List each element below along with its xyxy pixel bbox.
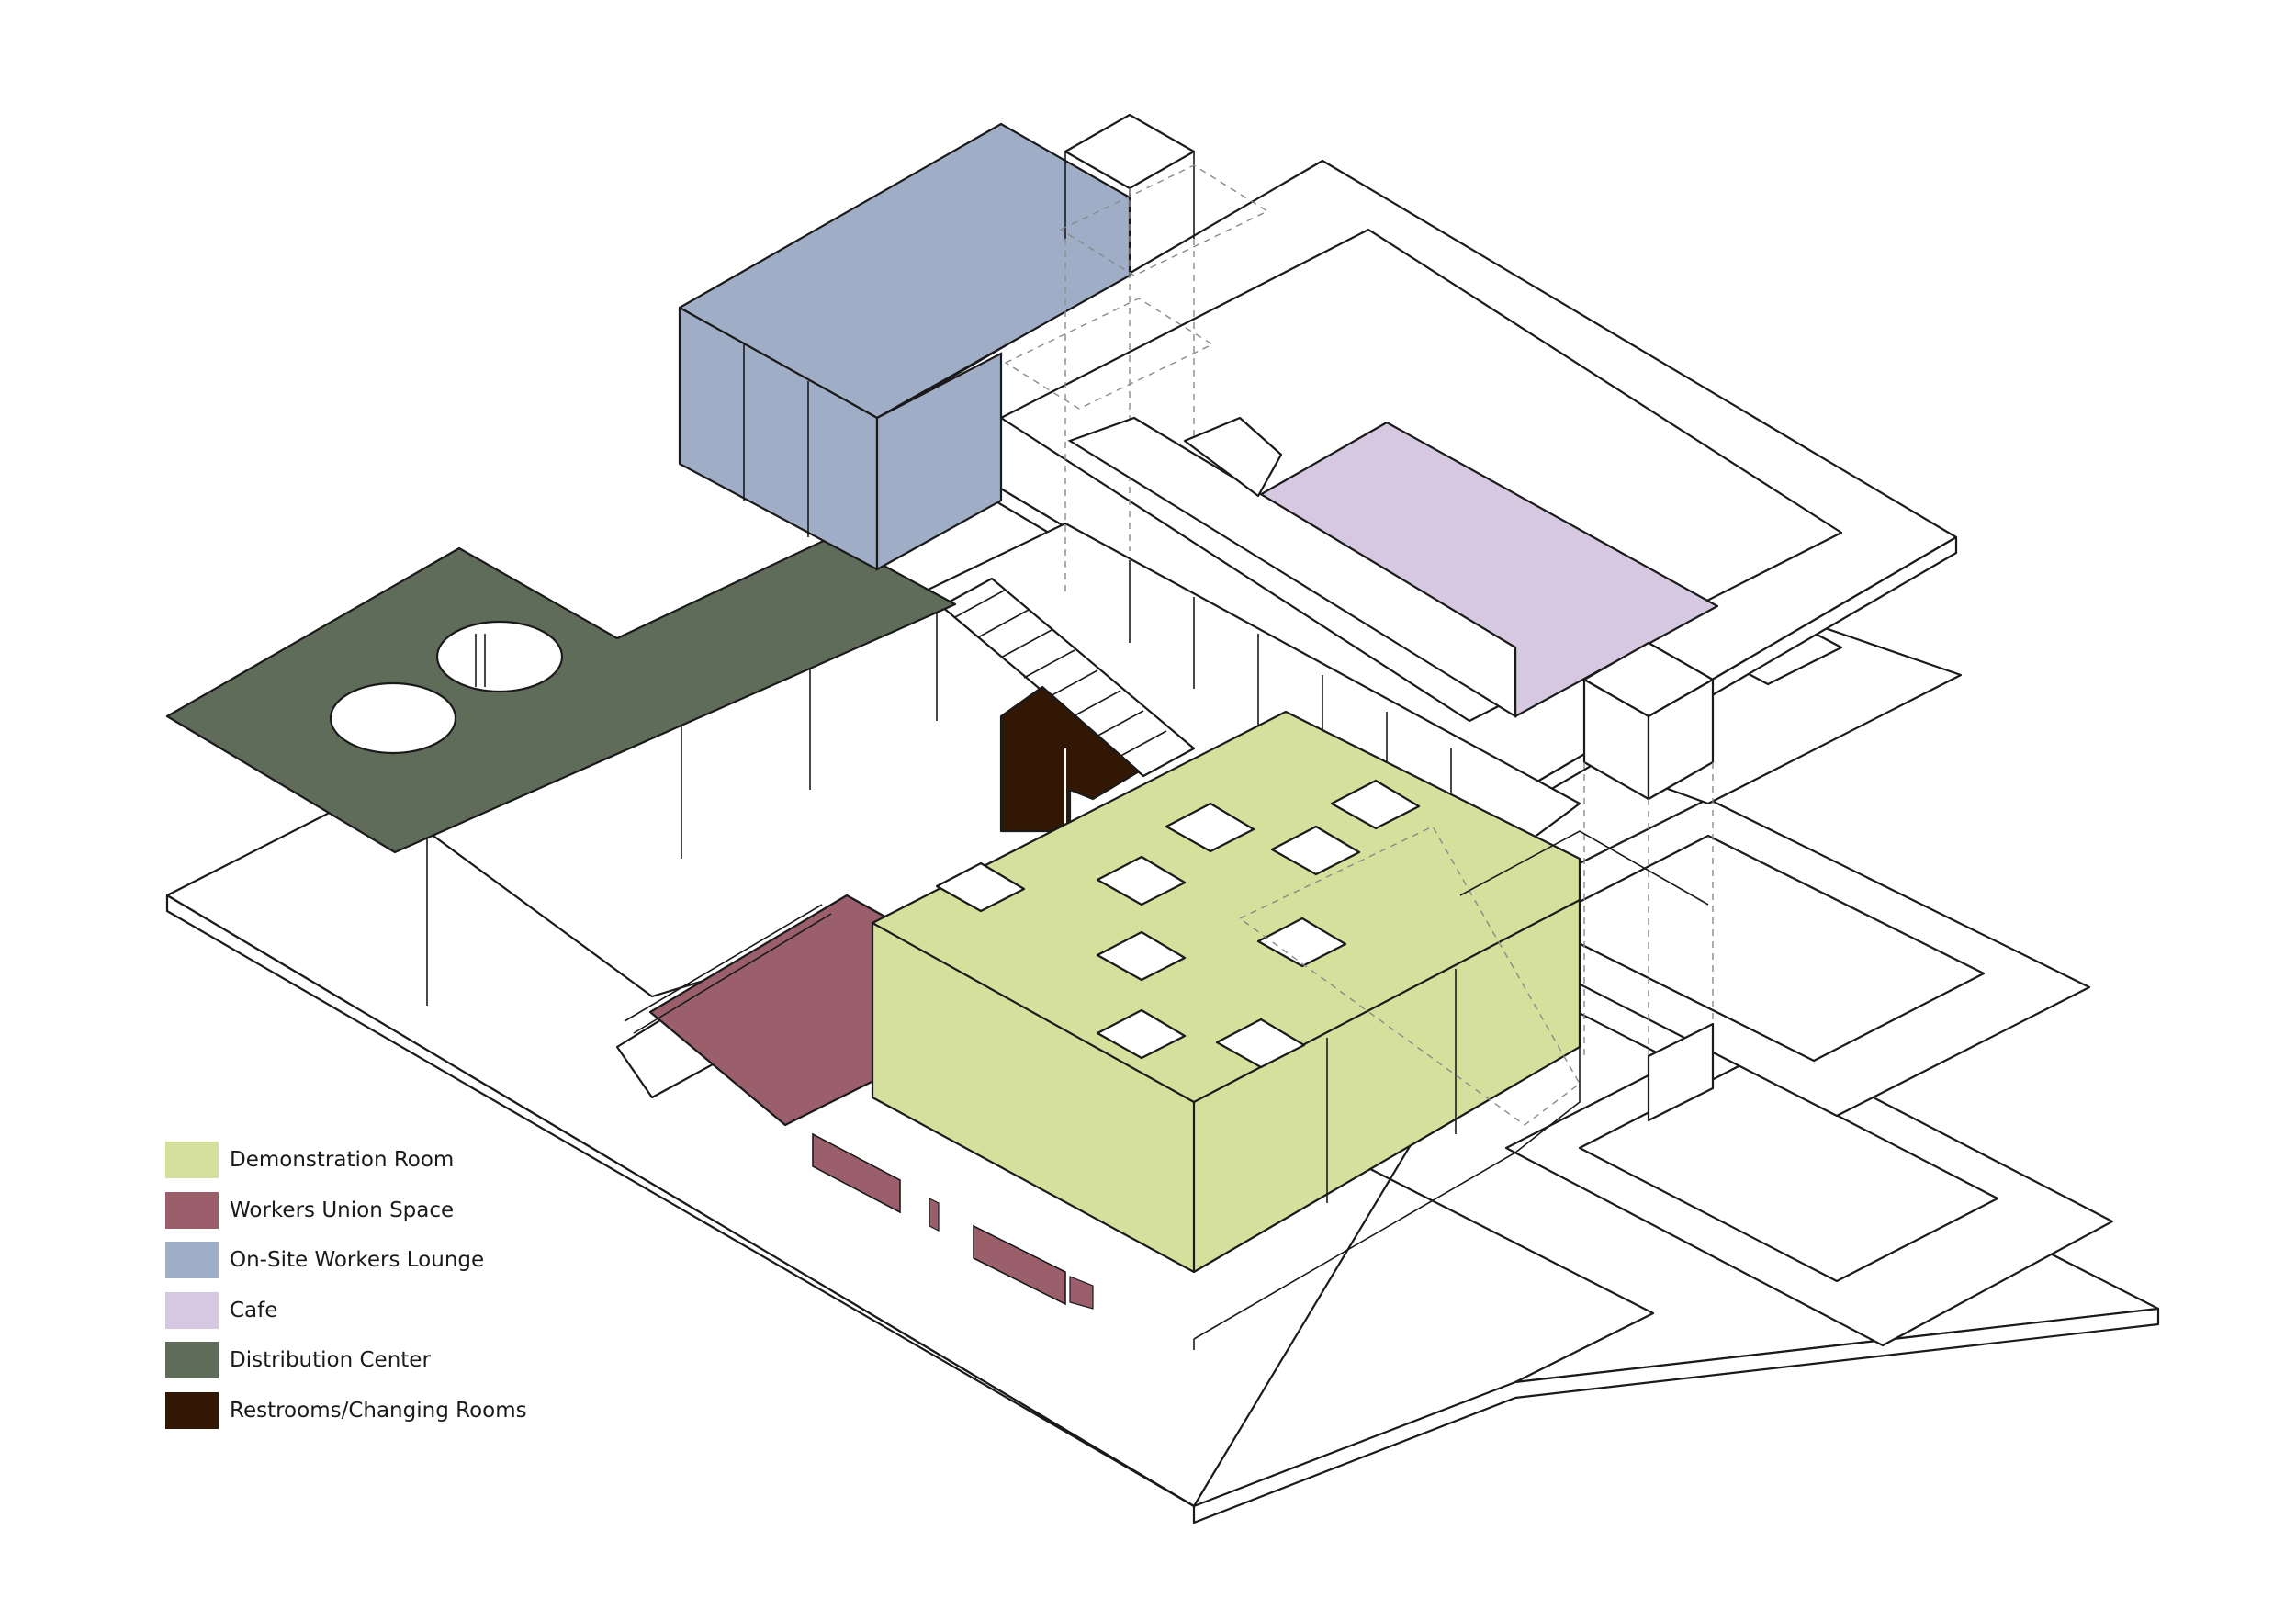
legend-label: On-Site Workers Lounge bbox=[230, 1248, 485, 1272]
legend-swatch bbox=[165, 1342, 219, 1378]
legend-swatch bbox=[165, 1191, 219, 1229]
legend-item-distribution-center: Distribution Center bbox=[165, 1342, 527, 1378]
legend-label: Demonstration Room bbox=[230, 1148, 455, 1172]
right-stair-tower bbox=[1582, 641, 1715, 1122]
distribution-center bbox=[165, 535, 957, 854]
workers-lounge bbox=[678, 122, 1131, 571]
legend-item-cafe: Cafe bbox=[165, 1291, 527, 1329]
legend-label: Restrooms/Changing Rooms bbox=[230, 1398, 527, 1423]
legend-item-workers-lounge: On-Site Workers Lounge bbox=[165, 1242, 527, 1278]
top-stair-tower bbox=[1004, 113, 1269, 597]
front-floor-ring bbox=[1193, 830, 1709, 1350]
legend-swatch bbox=[165, 1242, 219, 1278]
legend-item-workers-union-space: Workers Union Space bbox=[165, 1191, 527, 1229]
legend-swatch bbox=[165, 1291, 219, 1329]
legend-label: Workers Union Space bbox=[230, 1198, 455, 1222]
legend-swatch bbox=[165, 1142, 219, 1178]
legend: Demonstration Room Workers Union Space O… bbox=[165, 1142, 527, 1442]
legend-swatch bbox=[165, 1391, 219, 1429]
legend-label: Cafe bbox=[230, 1298, 278, 1322]
restrooms bbox=[999, 685, 1141, 833]
legend-item-demonstration-room: Demonstration Room bbox=[165, 1142, 527, 1178]
legend-item-restrooms: Restrooms/Changing Rooms bbox=[165, 1391, 527, 1429]
legend-label: Distribution Center bbox=[230, 1348, 431, 1372]
cafe bbox=[1067, 416, 1719, 718]
workers-union-space bbox=[615, 894, 1094, 1310]
demonstration-room bbox=[871, 710, 1581, 1274]
